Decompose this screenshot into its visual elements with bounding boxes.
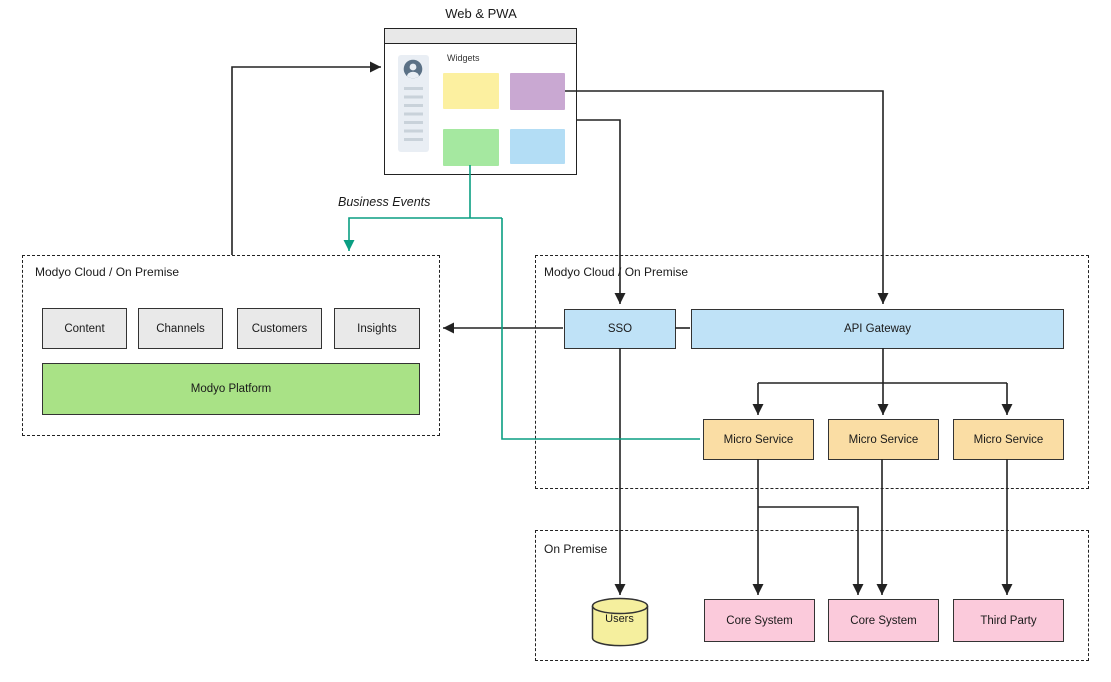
left-cloud-region: Modyo Cloud / On Premise Content Channel… — [22, 255, 440, 436]
right-cloud-region: Modyo Cloud / On Premise SSO API Gateway… — [535, 255, 1089, 489]
micro-service-box-3: Micro Service — [953, 419, 1064, 460]
connector-events-to-leftcloud — [343, 217, 502, 251]
browser-titlebar — [385, 29, 576, 44]
sidebar-menu-lines — [404, 87, 423, 145]
users-label: Users — [605, 613, 634, 625]
users-database-cylinder — [591, 597, 649, 647]
widgets-label: Widgets — [447, 53, 480, 63]
core-system-box-1: Core System — [704, 599, 815, 642]
avatar-icon — [403, 59, 423, 79]
modyo-platform-box: Modyo Platform — [42, 363, 420, 415]
core-system-box-2: Core System — [828, 599, 939, 642]
widget-green — [443, 129, 499, 166]
micro-service-box-1: Micro Service — [703, 419, 814, 460]
micro-service-box-2: Micro Service — [828, 419, 939, 460]
third-party-box: Third Party — [953, 599, 1064, 642]
widget-purple — [510, 73, 565, 110]
module-channels: Channels — [138, 308, 223, 349]
web-pwa-title: Web & PWA — [445, 6, 517, 21]
widget-yellow — [443, 73, 499, 109]
sso-box: SSO — [564, 309, 676, 349]
connector-leftcloud-to-browser — [231, 61, 381, 255]
api-gateway-box: API Gateway — [691, 309, 1064, 349]
business-events-label: Business Events — [338, 195, 431, 209]
browser-sidebar — [398, 55, 429, 152]
module-customers: Customers — [237, 308, 322, 349]
browser-window: Widgets — [384, 28, 577, 175]
on-premise-label: On Premise — [544, 542, 608, 556]
module-insights: Insights — [334, 308, 420, 349]
widget-blue — [510, 129, 565, 164]
right-cloud-label: Modyo Cloud / On Premise — [544, 265, 689, 279]
module-content: Content — [42, 308, 127, 349]
on-premise-region: On Premise Core System Core System Third… — [535, 530, 1089, 661]
left-cloud-label: Modyo Cloud / On Premise — [35, 265, 180, 279]
